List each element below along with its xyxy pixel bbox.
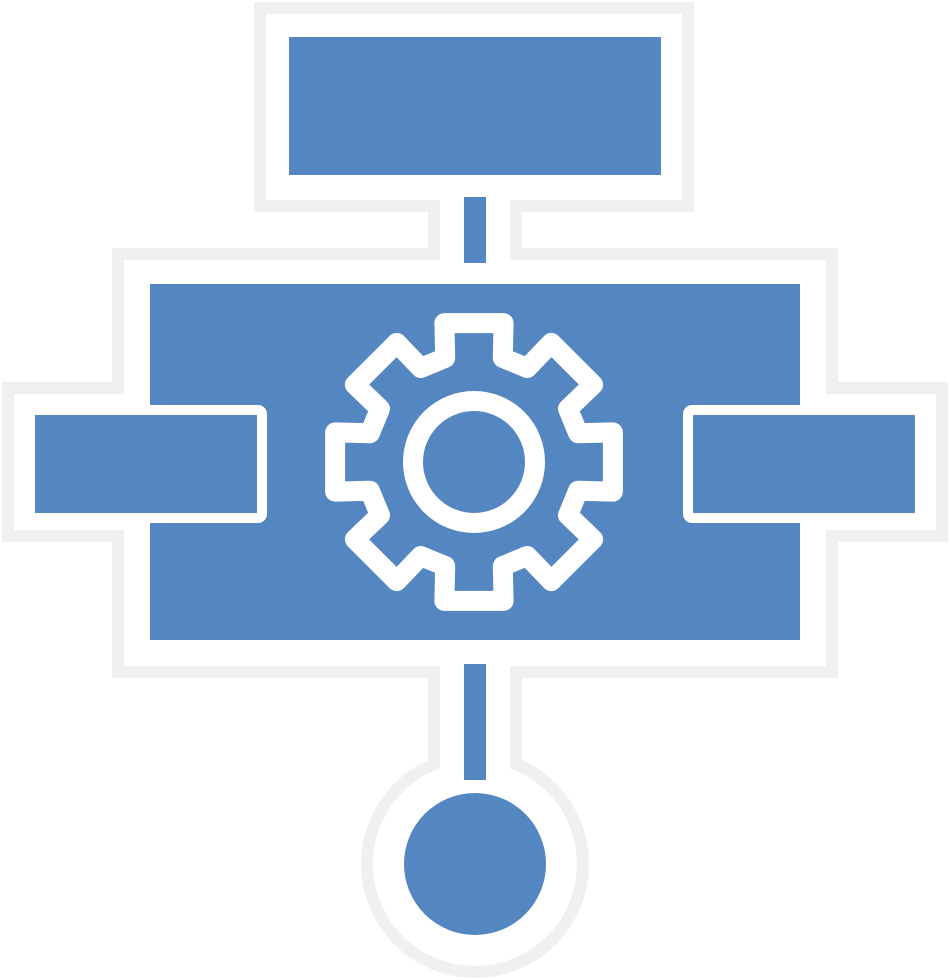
gear-hub [403,391,545,533]
bottom-connector [464,664,486,780]
end-node [404,793,546,935]
top-node [289,37,661,175]
left-node [25,405,267,523]
top-connector [464,197,486,263]
gear-icon [325,313,623,611]
right-node [683,405,925,523]
